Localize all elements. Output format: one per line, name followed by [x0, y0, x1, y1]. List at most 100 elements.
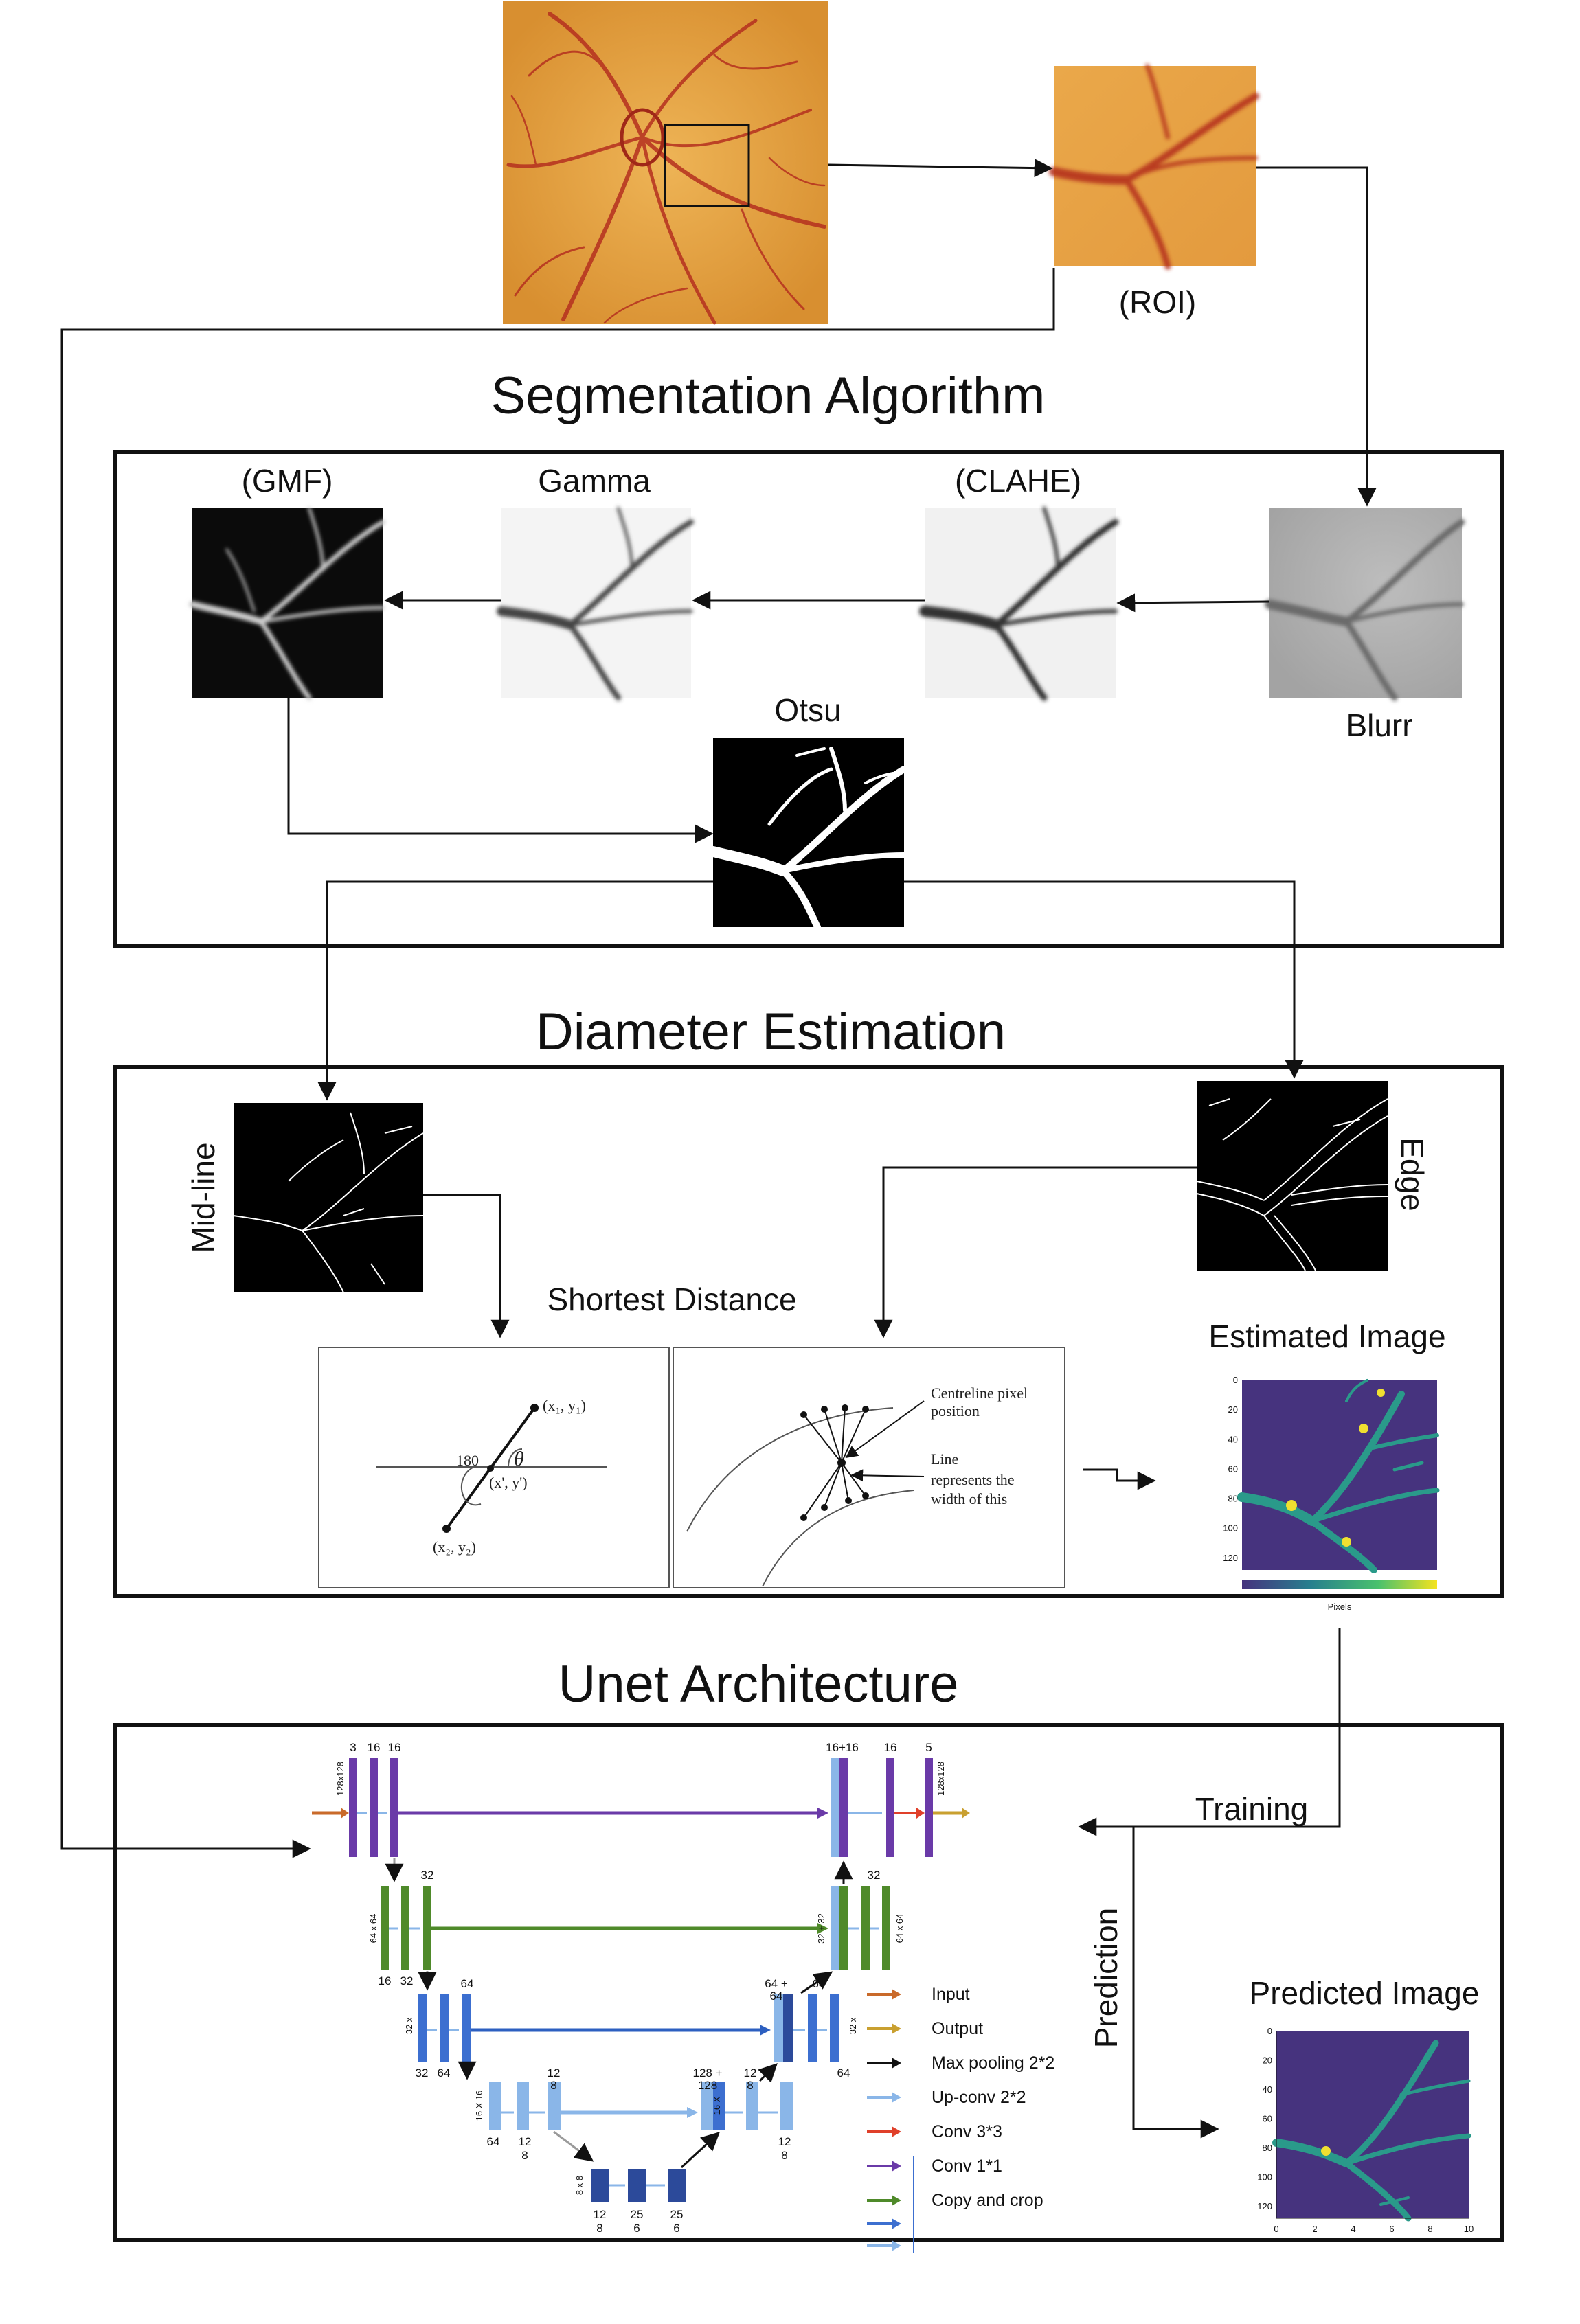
- otsu-to-edge-arrow: [904, 880, 1304, 1079]
- predicted-plot: [1272, 2031, 1471, 2222]
- unet-l4-right-bottom-1: 12: [778, 2135, 791, 2148]
- centreline-text-2: position: [931, 1402, 980, 1420]
- unet-l3-left-top: 64: [461, 1977, 474, 1990]
- unet-l1-left-2: 16: [368, 1741, 381, 1754]
- clahe-image: [919, 506, 1119, 701]
- legend-copycrop-label: Copy and crop: [932, 2191, 1043, 2210]
- estimated-ytick: 60: [1228, 1463, 1238, 1474]
- edge-label: Edge: [1395, 1137, 1430, 1211]
- roi-to-blurr-arrow: [1256, 166, 1377, 507]
- edge-to-distance-arrow: [874, 1166, 1197, 1338]
- estimated-plot: Pixels: [1237, 1379, 1440, 1612]
- unet-box: [113, 1723, 1504, 2242]
- unet-l4-right-top-3: 12: [744, 2066, 757, 2080]
- predicted-xtick: 10: [1464, 2224, 1474, 2234]
- line-text-1: Line: [931, 1450, 958, 1468]
- unet-l2-right-size: 64 x 64: [894, 1914, 905, 1944]
- unet-l5-size: 8 x 8: [574, 2176, 585, 2195]
- training-label: Training: [1195, 1791, 1308, 1827]
- clahe-label: (CLAHE): [955, 463, 1081, 499]
- predicted-label: Predicted Image: [1250, 1975, 1480, 2011]
- segmentation-title: Segmentation Algorithm: [491, 367, 1046, 425]
- predicted-ytick: 120: [1257, 2201, 1272, 2211]
- legend-output: Output: [867, 2019, 983, 2038]
- segmentation-box: [113, 450, 1504, 948]
- unet-l2-right-concat: 32 + 32: [816, 1913, 826, 1944]
- line-text-2: represents the: [931, 1471, 1015, 1488]
- predicted-ytick: 80: [1263, 2143, 1272, 2153]
- unet-l4-right-top-2: 128: [698, 2079, 717, 2092]
- point-mid: (x', y'): [489, 1474, 528, 1491]
- predicted-xtick: 0: [1274, 2224, 1278, 2234]
- legend-input: Input: [867, 1985, 970, 2004]
- gamma-image: [497, 507, 694, 700]
- prediction-label: Prediction: [1088, 1908, 1124, 2049]
- unet-l1-left-3: 16: [388, 1741, 401, 1754]
- unet-l5-bottom-4: 6: [633, 2222, 640, 2235]
- shortest-distance-label: Shortest Distance: [547, 1281, 796, 1317]
- unet-l5-bottom-1: 12: [594, 2208, 607, 2221]
- unet-l4-right-top-1: 128 +: [692, 2066, 722, 2080]
- predicted-xtick: 6: [1389, 2224, 1394, 2234]
- estimated-ytick: 80: [1228, 1494, 1238, 1504]
- prediction-arrow: [1132, 1827, 1219, 2139]
- unet-l4-left-bottom-2: 12: [519, 2135, 532, 2148]
- unet-l5-bottom-6: 6: [673, 2222, 679, 2235]
- gmf-to-otsu-arrow: [287, 698, 714, 843]
- estimated-ytick: 100: [1223, 1523, 1238, 1534]
- distance-to-estimated-arrow: [1083, 1468, 1156, 1490]
- centreline-panel: Centreline pixel position Line represent…: [673, 1347, 1065, 1588]
- unet-l2-right-top: 32: [868, 1869, 881, 1882]
- legend-copycrop: Copy and crop: [867, 2156, 1043, 2253]
- midline-to-distance-arrow: [423, 1194, 510, 1338]
- roi-to-unet-arrow: [60, 268, 1055, 1858]
- legend-conv11-label: Conv 1*1: [932, 2156, 1002, 2176]
- unet-l4-right-bottom-2: 8: [781, 2149, 787, 2162]
- estimated-ytick: 120: [1223, 1553, 1238, 1563]
- unet-l2-left-top: 32: [421, 1869, 434, 1882]
- legend-upconv: Up-conv 2*2: [867, 2088, 1026, 2107]
- diameter-box: [113, 1065, 1504, 1598]
- unet-l4-right-size: 16 X: [712, 2096, 722, 2115]
- predicted-ytick: 60: [1263, 2114, 1272, 2124]
- angle-theta: θ: [514, 1448, 524, 1470]
- midline-label: Mid-line: [185, 1142, 221, 1253]
- unet-l4-left-size: 16 X 16: [474, 2091, 484, 2121]
- predicted-xtick: 2: [1312, 2224, 1317, 2234]
- unet-l4-left-bottom-3: 8: [521, 2149, 528, 2162]
- gmf-image: [189, 507, 386, 700]
- blurr-image: [1265, 508, 1465, 701]
- unet-l3-right-top-2: 64: [770, 1990, 783, 2003]
- predicted-ytick: 0: [1267, 2026, 1272, 2036]
- unet-l3-left-size: 32 x: [404, 2017, 414, 2034]
- legend-input-label: Input: [932, 1985, 970, 2004]
- blurr-to-clahe-arrow: [1116, 593, 1270, 613]
- centreline-text-1: Centreline pixel: [931, 1385, 1028, 1402]
- unet-l3-left-bottom-1: 32: [416, 2066, 429, 2080]
- unet-l2-left-bottom-2: 32: [400, 1974, 414, 1987]
- unet-l5-bottom-2: 8: [596, 2222, 602, 2235]
- unet-l2-left-size: 64 x 64: [368, 1914, 379, 1944]
- midline-image: [233, 1103, 424, 1293]
- legend-upconv-label: Up-conv 2*2: [932, 2088, 1026, 2107]
- fundus-to-roi-arrow: [828, 159, 1053, 178]
- unet-l3-right-size: 32 x: [848, 2017, 858, 2034]
- estimated-ytick: 40: [1228, 1434, 1238, 1444]
- otsu-label: Otsu: [774, 692, 841, 728]
- unet-legend: Input Output Max pooling 2*2 Up-conv 2*2…: [867, 1985, 1054, 2253]
- gmf-label: (GMF): [242, 463, 333, 499]
- unet-l1-right-size: 128x128: [936, 1762, 946, 1796]
- legend-maxpool: Max pooling 2*2: [867, 2053, 1054, 2073]
- unet-l3-right-top-3: 64: [813, 1977, 826, 1990]
- edge-image: [1196, 1081, 1388, 1271]
- blurr-label: Blurr: [1346, 707, 1412, 743]
- predicted-xtick: 8: [1427, 2224, 1432, 2234]
- legend-conv33: Conv 3*3: [867, 2122, 1002, 2141]
- estimated-ytick: 20: [1228, 1404, 1238, 1415]
- angle-180: 180: [456, 1452, 479, 1469]
- unet-l4-right-top-4: 8: [747, 2079, 753, 2092]
- unet-l3-right-bottom: 64: [837, 2066, 850, 2080]
- estimated-ytick: 0: [1233, 1375, 1238, 1385]
- unet-l1-left-size: 128x128: [335, 1762, 346, 1796]
